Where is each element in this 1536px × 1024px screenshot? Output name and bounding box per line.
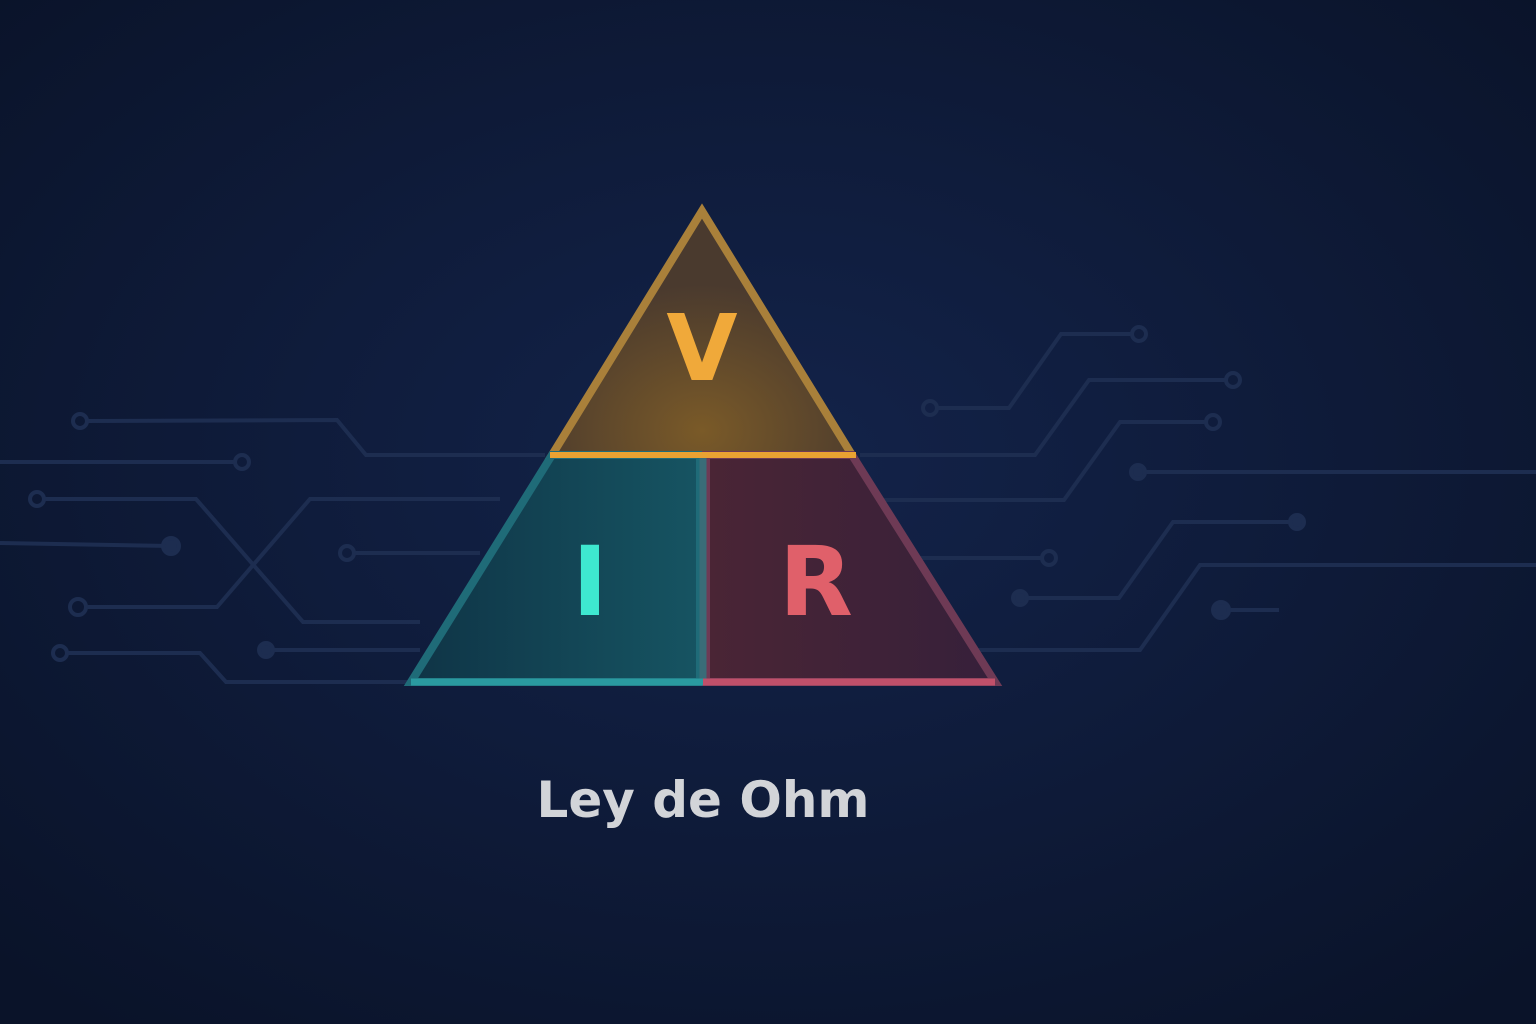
voltage-symbol: V	[666, 295, 737, 402]
diagram-title: Ley de Ohm	[536, 771, 869, 829]
current-symbol: I	[572, 526, 608, 638]
circuit-traces	[0, 332, 1536, 684]
circuit-nodes	[28, 325, 1306, 662]
resistance-symbol: R	[779, 526, 853, 638]
ohm-triangle: V I R	[403, 203, 1003, 686]
